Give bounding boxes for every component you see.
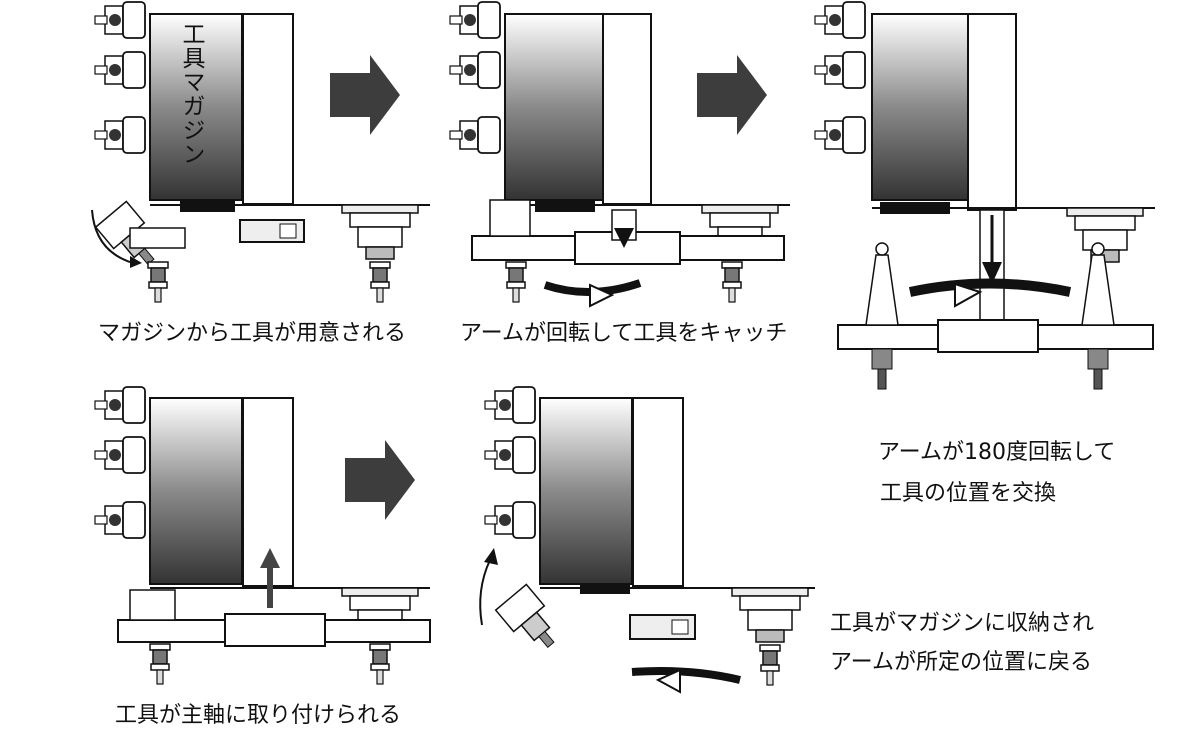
caption-step-3-line-2: 工具の位置を交換 — [880, 481, 1057, 506]
step-arrow-3 — [345, 440, 415, 520]
caption-step-4: 工具が主軸に取り付けられる — [115, 703, 402, 728]
step-arrow-2 — [697, 55, 767, 135]
panel-step-5 — [479, 386, 815, 694]
magazine-label-text: 工具マガジン — [178, 22, 204, 166]
caption-step-2: アームが回転して工具をキャッチ — [460, 321, 788, 346]
panel-step-2 — [449, 1, 790, 308]
panel-step-1 — [91, 1, 430, 303]
caption-step-3-line-1: アームが180度回転して — [878, 440, 1116, 465]
step-arrow-1 — [330, 55, 400, 135]
caption-step-5-line-1: 工具がマガジンに収納され — [830, 611, 1095, 636]
panel-step-4 — [94, 386, 431, 685]
caption-step-1: マガジンから工具が用意される — [98, 321, 407, 346]
caption-step-5-line-2: アームが所定の位置に戻る — [830, 650, 1093, 675]
panel-step-3 — [814, 1, 1155, 390]
